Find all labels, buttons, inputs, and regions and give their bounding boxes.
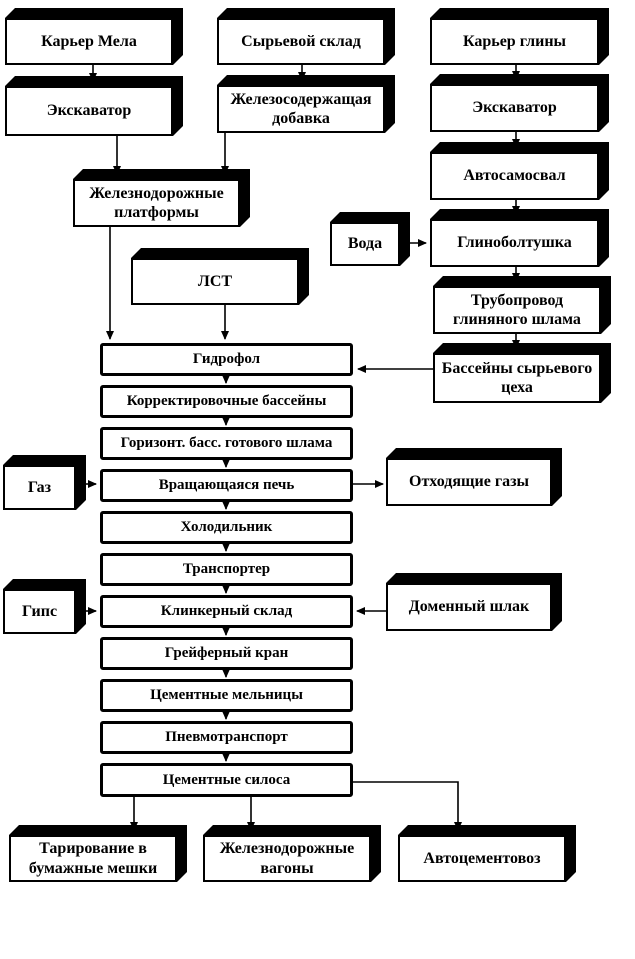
node-label: Сырьевой склад	[241, 32, 361, 50]
node-label: Железосодержащая добавка	[230, 90, 372, 127]
node-zhelezosoderzhashchaya-dobavka: Железосодержащая добавка	[217, 75, 395, 133]
node-label: Отходящие газы	[409, 473, 529, 491]
node-label: Железнодорожные платформы	[89, 184, 224, 221]
node-label: Тарирование в бумажные мешки	[28, 840, 158, 877]
node-karyer-mela: Карьер Мела	[5, 8, 183, 65]
node-karyer-gliny: Карьер глины	[430, 8, 609, 65]
node-label: Автоцементовоз	[423, 849, 541, 867]
node-tarirovanie: Тарирование в бумажные мешки	[9, 825, 187, 882]
node-label: Карьер глины	[462, 32, 567, 50]
node-label: Грейферный кран	[164, 645, 289, 661]
node-gips: Гипс	[3, 579, 86, 634]
node-label: Доменный шлак	[408, 598, 530, 616]
node-zhd-platformy: Железнодорожные платформы	[73, 169, 250, 227]
node-zhd-vagony: Железнодорожные вагоны	[203, 825, 381, 882]
node-label: Карьер Мела	[41, 32, 137, 50]
node-label: Вода	[347, 235, 383, 253]
node-label: Вращающаяся печь	[158, 477, 295, 493]
node-tsementnye-silosa: Цементные силоса	[100, 763, 353, 797]
node-ekskavator-1: Экскаватор	[5, 76, 183, 136]
node-label: Экскаватор	[46, 102, 132, 120]
node-truboprovod: Трубопровод глиняного шлама	[433, 276, 611, 334]
node-label: Холодильник	[180, 519, 273, 535]
node-label: Автосамосвал	[463, 167, 566, 185]
node-label: Железнодорожные вагоны	[219, 840, 355, 877]
node-label: Бассейны сырьевого цеха	[441, 359, 593, 396]
node-basseiny: Бассейны сырьевого цеха	[433, 343, 611, 403]
node-vrashchayushchayasya-pech: Вращающаяся печь	[100, 469, 353, 502]
node-klinkerny-sklad: Клинкерный склад	[100, 595, 353, 628]
node-otkhodyashchie-gazy: Отходящие газы	[386, 448, 562, 506]
node-kholodilnik: Холодильник	[100, 511, 353, 544]
node-syrevoy-sklad: Сырьевой склад	[217, 8, 395, 65]
node-gidrofol: Гидрофол	[100, 343, 353, 376]
node-transporter: Транспортер	[100, 553, 353, 586]
node-label: Глиноболтушка	[457, 234, 572, 252]
node-domenny-shlak: Доменный шлак	[386, 573, 562, 631]
node-voda: Вода	[330, 212, 410, 266]
node-label: Горизонт. басс. готового шлама	[120, 435, 333, 451]
node-label: Трубопровод глиняного шлама	[453, 291, 581, 328]
node-label: Клинкерный склад	[160, 603, 293, 619]
node-pnevmotransport: Пневмотранспорт	[100, 721, 353, 754]
node-label: Цементные силоса	[162, 771, 291, 788]
node-label: Цементные мельницы	[150, 687, 303, 703]
node-ekskavator-2: Экскаватор	[430, 74, 609, 132]
node-label: Экскаватор	[472, 99, 557, 117]
node-label: Гипс	[21, 602, 58, 620]
node-glinoboltushka: Глиноболтушка	[430, 209, 609, 267]
node-avtotsementovoz: Автоцементовоз	[398, 825, 576, 882]
node-gorizont-bass: Горизонт. басс. готового шлама	[100, 427, 353, 460]
node-label: Корректировочные бассейны	[126, 393, 327, 409]
node-label: Пневмотранспорт	[165, 729, 288, 745]
node-gaz: Газ	[3, 455, 86, 510]
node-label: Транспортер	[182, 561, 271, 577]
node-korrektirovochnye-basseiny: Корректировочные бассейны	[100, 385, 353, 418]
node-label: Газ	[27, 478, 52, 496]
node-label: ЛСТ	[197, 272, 233, 290]
node-greyferny-kran: Грейферный кран	[100, 637, 353, 670]
node-tsementnye-melnitsy: Цементные мельницы	[100, 679, 353, 712]
node-avtosamosval: Автосамосвал	[430, 142, 609, 200]
node-lst: ЛСТ	[131, 248, 309, 305]
node-label: Гидрофол	[192, 351, 261, 367]
